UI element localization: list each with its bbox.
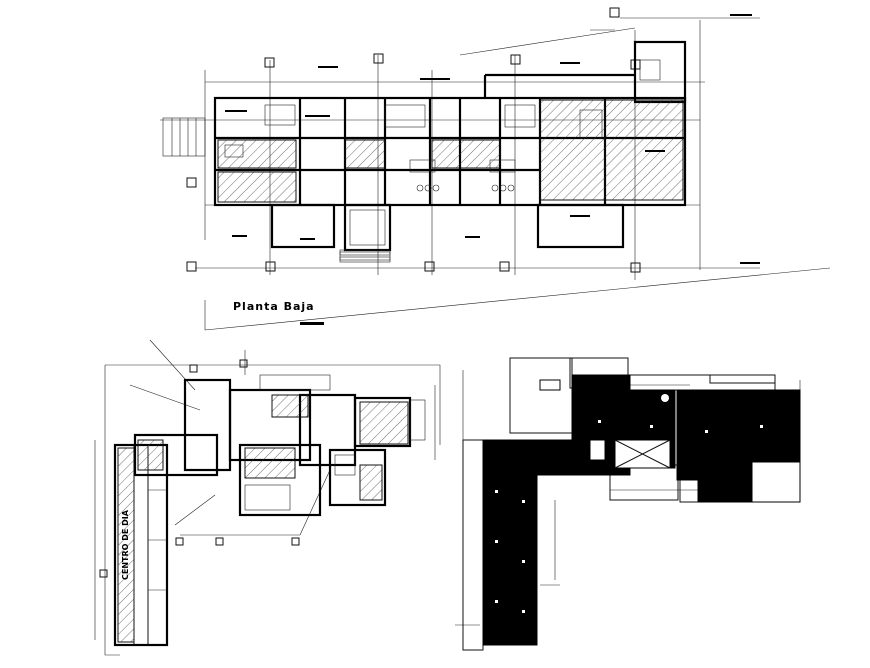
ground-floor-plan: Planta Baja (160, 7, 831, 331)
plan-annexes (270, 203, 625, 263)
plan-dimension-marks (225, 14, 760, 325)
column-markers (186, 7, 641, 273)
day-center-rooms (133, 374, 426, 517)
plan-title: Planta Baja (233, 300, 315, 313)
day-center-boundary (94, 339, 441, 656)
plan-fixtures (224, 59, 661, 192)
left-stair (162, 117, 206, 157)
day-center-markers (99, 359, 300, 578)
vertical-label: CENTRO DE DIA (121, 509, 130, 580)
plan-hatched-areas (217, 99, 684, 203)
day-center-plan: CENTRO DE DIA (94, 339, 441, 656)
roof-slabs (482, 374, 801, 646)
roof-slab-marks (495, 394, 763, 613)
roof-plan (455, 357, 801, 651)
roof-outline (462, 357, 801, 651)
